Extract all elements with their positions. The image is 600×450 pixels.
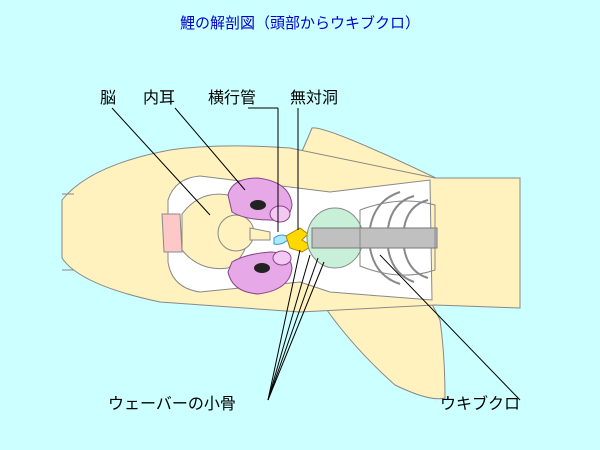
vertebral-column <box>311 227 438 249</box>
ribs <box>369 191 429 285</box>
inner-ear-lower <box>227 250 293 295</box>
label-swim-bladder: ウキブクロ <box>440 394 521 413</box>
leader-lines <box>111 107 521 401</box>
brain-lobe <box>217 214 255 252</box>
label-weberian-ossicles: ウェーバーの小骨 <box>108 394 236 413</box>
swim-bladder-rear <box>359 200 436 276</box>
label-sinus-impar: 無対洞 <box>290 88 339 107</box>
gill-area <box>161 213 183 253</box>
label-brain: 脳 <box>100 88 117 107</box>
pectoral-fin <box>319 299 446 400</box>
label-inner-ear: 内耳 <box>143 88 176 107</box>
diagram-title: 鯉の解剖図（頭部からウキブクロ） <box>179 14 420 32</box>
brain-stem <box>249 227 271 241</box>
label-transverse-canal: 横行管 <box>208 88 257 107</box>
